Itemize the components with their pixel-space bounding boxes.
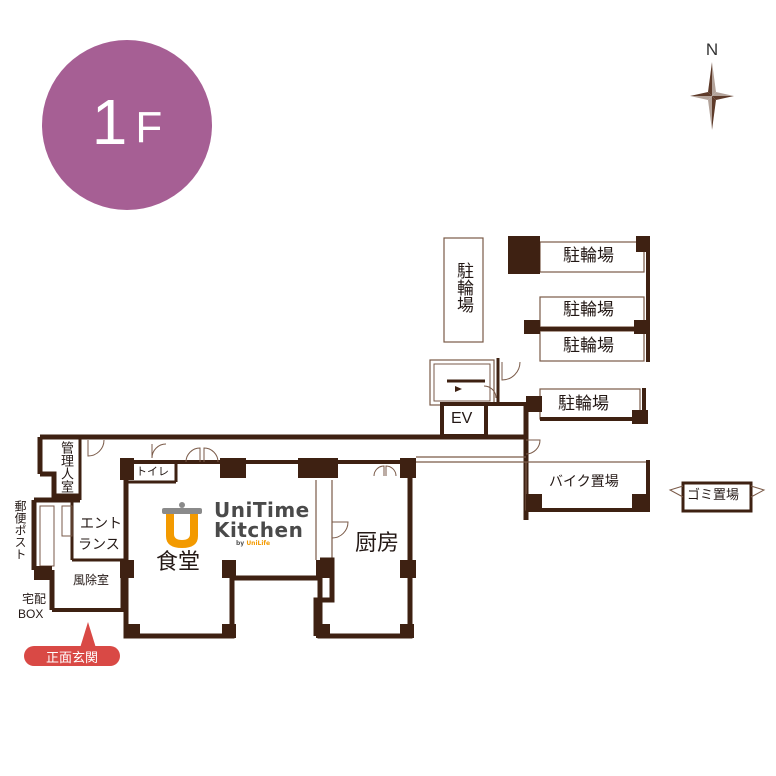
room-entrance-2: ランス (78, 537, 120, 553)
compass-north-label: N (705, 40, 719, 59)
room-bicycle-parking-vertical: 駐輪場 (453, 262, 473, 313)
logo-pot-icon (162, 502, 202, 548)
compass-star-icon (690, 62, 734, 130)
logo-by: by (236, 540, 245, 547)
room-manager: 管理人室 (58, 441, 73, 493)
room-bicycle-parking-2: 駐輪場 (563, 300, 614, 320)
room-entrance-1: エント (80, 516, 122, 532)
room-bicycle-parking-1: 駐輪場 (563, 246, 614, 266)
unitime-kitchen-logo: UniTime Kitchen by UniLife (156, 498, 309, 548)
logo-line2: Kitchen (214, 518, 304, 542)
room-delivery-box-1: 宅配 (22, 592, 47, 606)
floor-number: 1 (91, 86, 128, 158)
room-toilet: トイレ (136, 465, 169, 478)
room-windbreak: 風除室 (73, 573, 110, 587)
room-dining-hall: 食堂 (156, 550, 201, 575)
floor-badge: 1 F (42, 40, 212, 210)
compass: N (686, 40, 738, 136)
logo-line1: UniTime (214, 498, 310, 522)
room-bicycle-parking-3: 駐輪場 (563, 336, 614, 356)
room-elevator: EV (451, 410, 473, 427)
room-delivery-box-2: BOX (18, 607, 44, 621)
room-mail-post: 郵便ポスト (13, 500, 27, 560)
room-kitchen: 厨房 (355, 531, 400, 556)
logo-byline: by UniLife (236, 540, 270, 547)
room-garbage: ゴミ置場 (687, 488, 740, 503)
floor-letter: F (135, 103, 163, 152)
logo-brand: UniLife (246, 540, 271, 547)
main-entrance-tag: 正面玄関 (24, 646, 120, 666)
room-motorbike-parking: バイク置場 (549, 474, 619, 490)
room-bicycle-parking-4: 駐輪場 (558, 394, 609, 414)
